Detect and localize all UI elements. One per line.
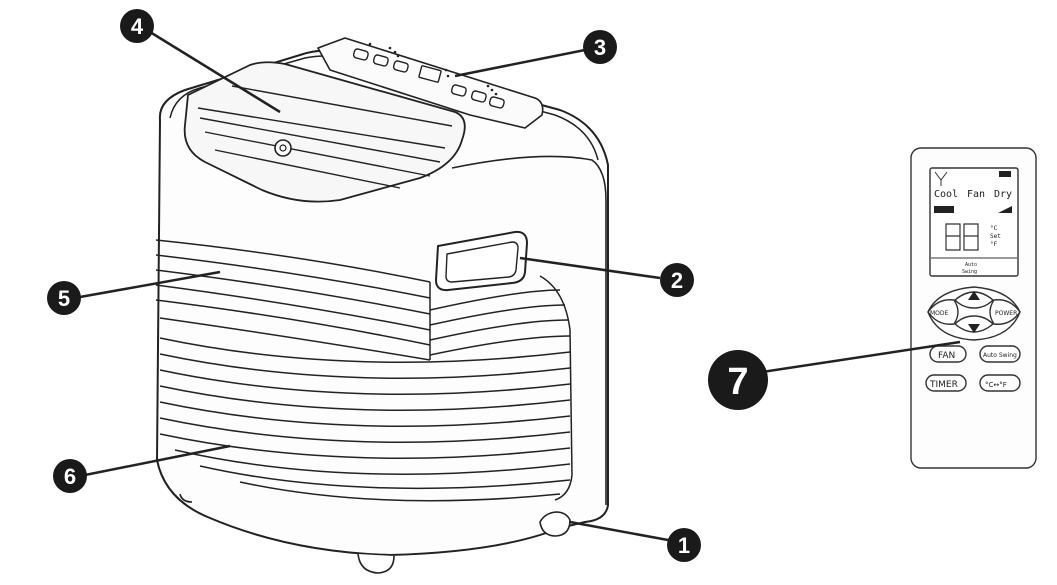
temperature-digits xyxy=(945,223,979,251)
caster-wheel xyxy=(539,511,571,537)
callout-7-label: 7 xyxy=(727,361,748,403)
power-button[interactable] xyxy=(989,299,1021,325)
mode-button-label: MODE xyxy=(930,310,949,317)
side-handle[interactable] xyxy=(435,230,528,292)
side-panel-edge xyxy=(451,155,607,505)
leader-lines xyxy=(79,30,961,542)
fan-level-icon xyxy=(998,206,1012,213)
leader-line-7 xyxy=(761,340,961,374)
leader-line-5 xyxy=(79,270,221,299)
panel-button[interactable] xyxy=(450,84,467,97)
auto-swing-button-label: Auto Swing xyxy=(983,352,1017,359)
leader-line-4 xyxy=(149,30,281,114)
auto-label: Auto xyxy=(965,262,977,268)
upper-air-outlet-louvers xyxy=(155,239,571,361)
unit-celsius: °C xyxy=(990,225,998,232)
panel-button[interactable] xyxy=(372,54,389,67)
timer-button[interactable] xyxy=(925,374,967,392)
top-lid-louvers xyxy=(197,85,453,189)
mode-button[interactable] xyxy=(927,299,959,325)
leader-line-2 xyxy=(519,256,661,280)
callout-2-label: 2 xyxy=(671,268,683,293)
remote-lcd xyxy=(929,167,1019,277)
temp-unit-button-label: °C↔°F xyxy=(985,381,1007,389)
callout-3: 3 xyxy=(583,30,617,64)
callout-1: 1 xyxy=(667,528,701,562)
callout-6: 6 xyxy=(53,459,87,493)
fan-speed-bar xyxy=(934,206,954,213)
mode-cool: Cool xyxy=(934,189,958,200)
callout-5-label: 5 xyxy=(58,286,70,311)
up-arrow-icon xyxy=(968,291,980,300)
unit-fahrenheit: °F xyxy=(990,241,998,248)
fan-button[interactable] xyxy=(929,345,967,363)
swing-label: Swing xyxy=(962,269,977,275)
panel-button[interactable] xyxy=(392,60,409,73)
control-panel-buttons xyxy=(352,48,505,109)
remote-control: Cool Fan Dry °C Set °F Auto Swing MODE P… xyxy=(910,147,1037,469)
panel-button[interactable] xyxy=(470,90,487,103)
signal-icon xyxy=(934,171,948,186)
panel-button[interactable] xyxy=(352,48,369,61)
callout-6-label: 6 xyxy=(64,464,76,489)
leader-line-1 xyxy=(569,520,669,542)
callout-1-label: 1 xyxy=(678,533,690,558)
portable-ac-unit xyxy=(155,37,609,574)
callout-4: 4 xyxy=(120,9,154,43)
mode-dry: Dry xyxy=(994,189,1012,200)
callout-7: 7 xyxy=(708,350,768,410)
panel-button[interactable] xyxy=(488,96,505,109)
power-button-label: POWER xyxy=(995,310,1017,317)
down-arrow-icon xyxy=(968,324,980,333)
callout-4-label: 4 xyxy=(131,14,144,39)
panel-indicators xyxy=(368,42,498,96)
auto-swing-button[interactable] xyxy=(979,345,1021,363)
unit-set: Set xyxy=(990,233,1001,240)
caster-wheel xyxy=(357,553,395,574)
panel-display xyxy=(418,65,442,83)
caster-wheel xyxy=(179,493,193,503)
caster-wheels xyxy=(179,493,571,574)
callout-5: 5 xyxy=(47,281,81,315)
leader-line-6 xyxy=(84,444,231,477)
leader-line-3 xyxy=(454,48,586,78)
temp-unit-button[interactable] xyxy=(979,374,1021,392)
mode-fan: Fan xyxy=(967,189,985,200)
fan-button-label: FAN xyxy=(938,351,955,361)
callout-2: 2 xyxy=(660,263,694,297)
callout-3-label: 3 xyxy=(594,35,606,60)
lower-air-intake-louvers xyxy=(159,337,571,502)
timer-button-label: TIMER xyxy=(929,380,958,390)
battery-icon xyxy=(999,171,1011,177)
